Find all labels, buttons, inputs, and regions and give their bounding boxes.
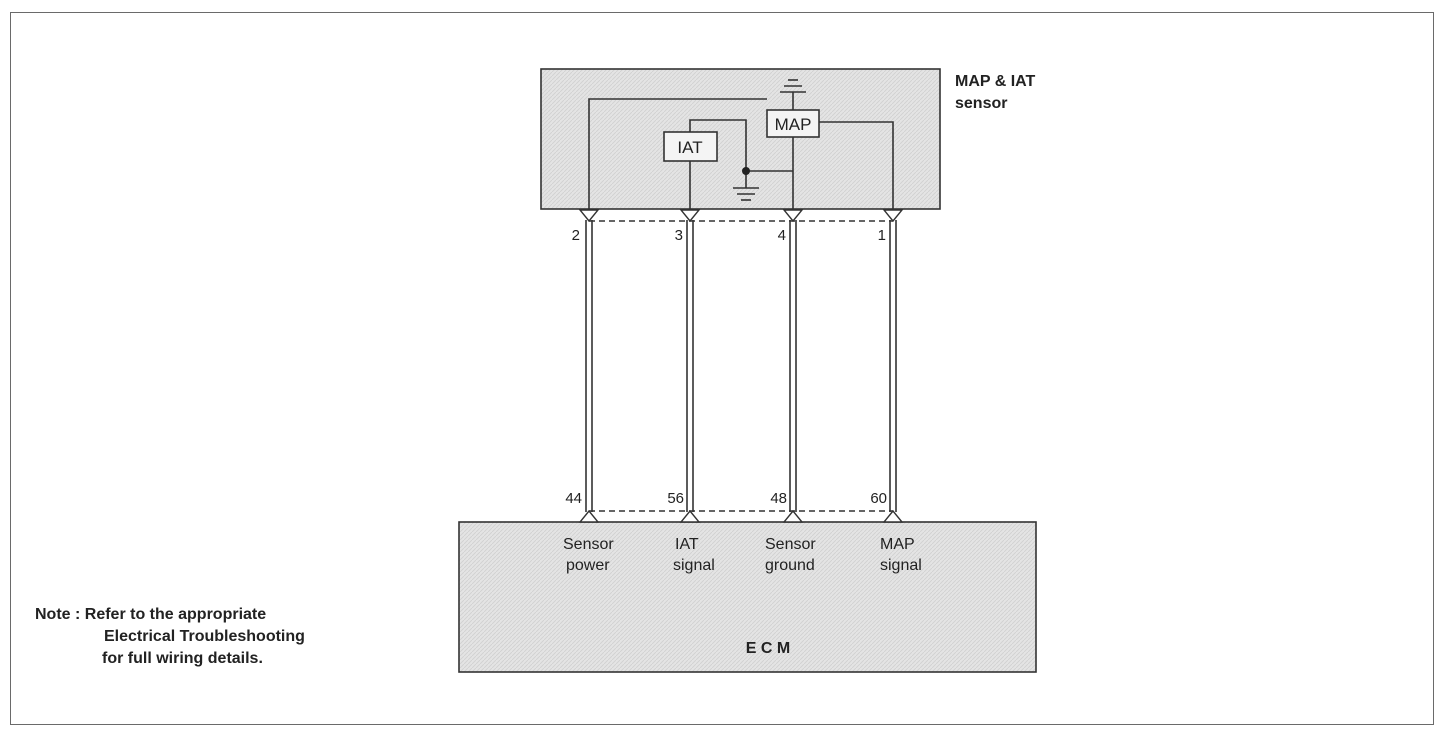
sensor-pin-number: 2	[572, 227, 580, 244]
junction-dot	[742, 167, 750, 175]
sensor-connector-terminals	[578, 209, 904, 223]
ecm-connector-terminals	[578, 509, 904, 523]
signal-label: power	[566, 557, 610, 574]
harness-wires	[585, 220, 897, 512]
note-line: for full wiring details.	[102, 650, 263, 667]
sensor-pin-number: 1	[878, 227, 886, 244]
iat-sensor-box	[663, 131, 718, 162]
sensor-title-line2: sensor	[955, 95, 1007, 112]
sensor-pin-number: 3	[675, 227, 683, 244]
ecm-pin-number: 60	[870, 490, 887, 507]
signal-label: IAT	[675, 536, 699, 553]
ecm-pin-number: 56	[667, 490, 684, 507]
map-sensor-box	[766, 109, 820, 138]
diagram-frame	[10, 12, 1434, 725]
map-sensor-label: MAP	[775, 115, 812, 134]
sensor-pin-number: 4	[778, 227, 786, 244]
signal-label: signal	[673, 557, 715, 574]
sensor-internal-wiring	[588, 92, 894, 210]
signal-label: Sensor	[563, 536, 614, 553]
note-line: Electrical Troubleshooting	[104, 628, 305, 645]
ecm-box	[458, 521, 1037, 673]
signal-label: signal	[880, 557, 922, 574]
iat-sensor-label: IAT	[677, 138, 702, 157]
ecm-pin-number: 44	[565, 490, 582, 507]
sensor-title-line1: MAP & IAT	[955, 73, 1036, 90]
ecm-pin-number: 48	[770, 490, 787, 507]
sensor-housing	[540, 68, 941, 210]
note-line: Note : Refer to the appropriate	[35, 606, 267, 623]
ground-icon	[733, 187, 759, 201]
ecm-label: E C M	[746, 640, 790, 657]
signal-label: ground	[765, 557, 815, 574]
ground-icon	[780, 79, 806, 93]
note-text: Note : Refer to the appropriate Electric…	[35, 604, 305, 670]
signal-label: Sensor	[765, 536, 816, 553]
signal-label: MAP	[880, 536, 915, 553]
